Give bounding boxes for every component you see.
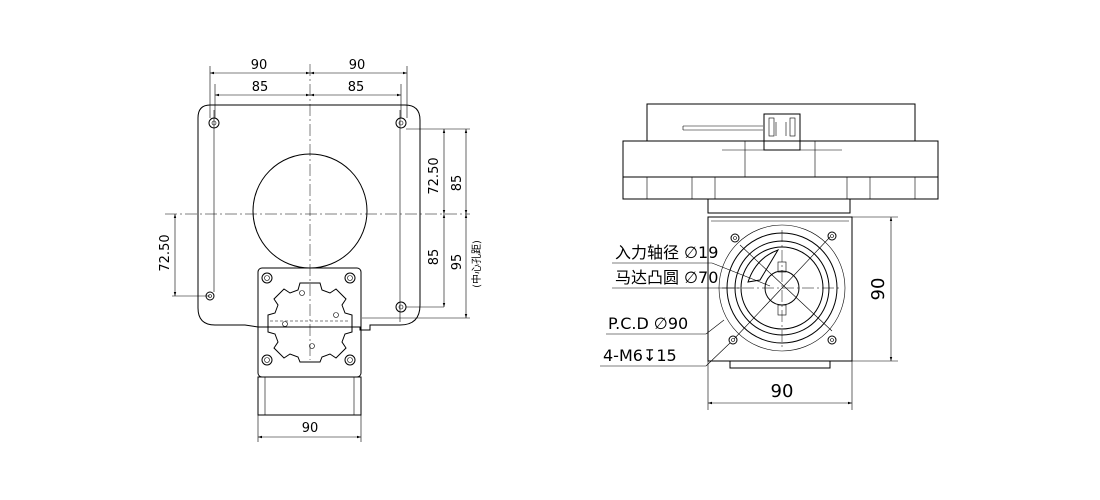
top-view: 90 90 85 85 72.50 85 85 95 (中心孔距) 72.50 …: [158, 58, 483, 442]
main-housing: [622, 140, 939, 178]
dim-right-upper-small: 72.50: [427, 157, 442, 194]
dim-left: 72.50: [158, 234, 173, 271]
dim-height: 90: [868, 278, 889, 301]
mounting-plate-outline: [197, 104, 421, 331]
dim-width: 90: [771, 381, 794, 402]
label-motor-boss: 马达凸圆 ∅70: [615, 268, 718, 287]
motor-body: [257, 376, 362, 416]
dim-top-right-outer: 90: [349, 58, 366, 73]
label-holes: 4-M6↧15: [603, 346, 677, 365]
dim-center-note: (中心孔距): [470, 240, 483, 288]
input-gear: [267, 282, 353, 363]
dim-right-lower-small: 85: [427, 249, 442, 266]
bolt-hole-top-right: [395, 117, 407, 129]
label-pcd: P.C.D ∅90: [608, 314, 688, 333]
dim-top-left-inner: 85: [252, 80, 269, 95]
top-cover: [646, 103, 916, 142]
motor-flange: [257, 267, 362, 378]
dim-top-right-inner: 85: [348, 80, 365, 95]
side-view: 入力轴径 ∅19 马达凸圆 ∅70 P.C.D ∅90 4-M6↧15 90 9…: [600, 103, 939, 410]
dim-right-lower: 95: [450, 254, 465, 271]
label-input-shaft: 入力轴径 ∅19: [615, 243, 718, 262]
dim-bottom: 90: [302, 421, 319, 436]
bolt-hole-bottom-right: [395, 301, 407, 313]
dim-top-left-outer: 90: [251, 58, 268, 73]
dim-right-upper: 85: [450, 175, 465, 192]
